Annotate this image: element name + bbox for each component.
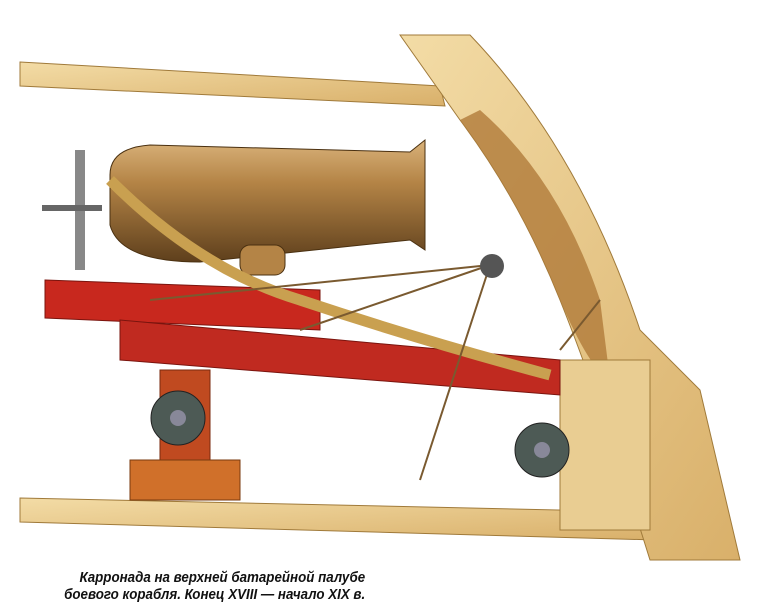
breeching-rope bbox=[106, 176, 552, 381]
caption-line-1: Карронада на верхней батарейной палубе bbox=[79, 570, 366, 586]
screw-handle bbox=[42, 205, 102, 211]
carriage-base bbox=[129, 459, 241, 501]
hull-inner bbox=[460, 110, 610, 380]
gun-slide bbox=[119, 319, 561, 396]
caption-line-2: боевого корабля. Конец XVIII — начало XI… bbox=[64, 587, 366, 603]
caption: Карронада на верхней батарейной палубе б… bbox=[34, 570, 365, 604]
upper-deck-beam bbox=[19, 61, 446, 107]
tackle-rope bbox=[149, 264, 601, 481]
wheel-rear bbox=[514, 422, 570, 478]
cannon-barrel bbox=[109, 138, 426, 263]
hull-block bbox=[559, 359, 651, 531]
cannon-trunnion bbox=[239, 244, 286, 276]
wheel-front bbox=[150, 390, 206, 446]
gun-carriage-upper bbox=[44, 279, 321, 331]
pulley-block bbox=[480, 254, 504, 278]
